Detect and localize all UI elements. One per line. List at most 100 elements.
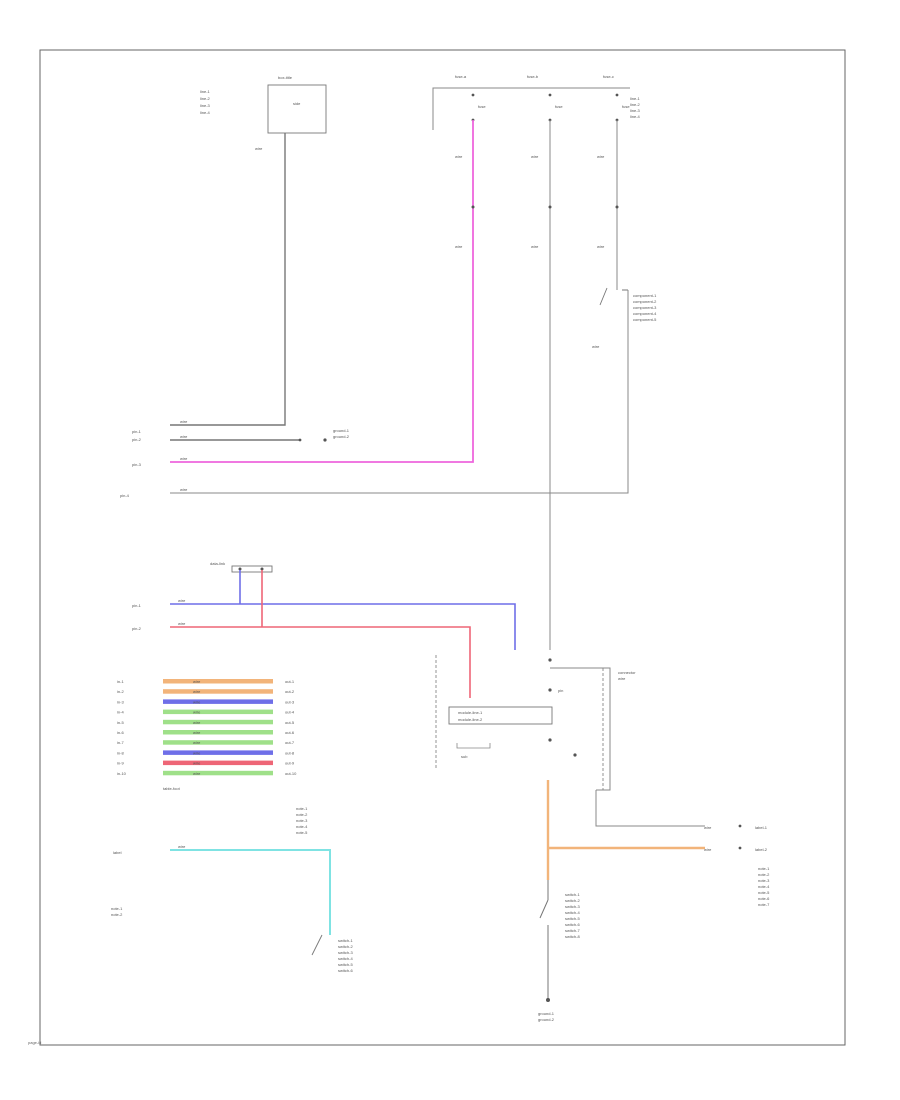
svg-text:component-1: component-1 [633, 293, 657, 298]
table-row-left: in-3 [117, 699, 124, 704]
table-row-left: in-8 [117, 750, 124, 755]
svg-text:wire: wire [531, 154, 539, 159]
svg-text:side: side [293, 101, 301, 106]
svg-text:note-4: note-4 [758, 884, 770, 889]
svg-text:note-5: note-5 [296, 830, 308, 835]
center-module: module-line-1 module-line-2 sub [448, 706, 553, 759]
svg-text:line-4: line-4 [630, 114, 641, 119]
table-row-right: out-1 [285, 679, 295, 684]
module-bus [550, 667, 611, 791]
diagram-frame [39, 49, 846, 1046]
svg-text:component-2: component-2 [633, 299, 657, 304]
table-row-swatch [163, 679, 273, 684]
table-row-wire: wire [193, 750, 201, 755]
svg-text:pin-1: pin-1 [132, 429, 142, 434]
right-switch-component: component-1 component-2 component-3 comp… [592, 287, 657, 349]
svg-text:note-2: note-2 [111, 912, 123, 917]
connector-title: connector [618, 670, 636, 675]
top-left-component: box-title line-1 line-2 line-3 line-4 si… [200, 75, 327, 134]
data-link-connector [231, 565, 273, 573]
red-data-wire [170, 570, 471, 698]
svg-text:wire: wire [618, 676, 626, 681]
svg-text:note-2: note-2 [758, 872, 770, 877]
svg-text:wire: wire [597, 154, 605, 159]
table-row-swatch [163, 750, 273, 755]
table-row-swatch [163, 760, 273, 766]
table-row-right: out-5 [285, 720, 295, 725]
svg-text:switch-4: switch-4 [338, 956, 353, 961]
svg-text:switch-5: switch-5 [565, 916, 580, 921]
table-row-wire: wire [193, 689, 201, 694]
svg-text:wire: wire [180, 456, 188, 461]
table-row-left: in-5 [117, 720, 124, 725]
svg-text:note-2: note-2 [296, 812, 308, 817]
svg-text:ground-2: ground-2 [538, 1017, 555, 1022]
svg-text:line-2: line-2 [200, 96, 211, 101]
svg-text:pin: pin [558, 688, 563, 693]
svg-text:line-1: line-1 [630, 96, 641, 101]
table-row-swatch [163, 770, 273, 776]
svg-text:switch-2: switch-2 [565, 898, 580, 903]
fuse-a: fuse-a fuse [455, 74, 486, 122]
svg-text:wire: wire [178, 844, 186, 849]
svg-text:wire: wire [178, 598, 186, 603]
blue-data-wire [170, 570, 516, 650]
svg-text:fuse-b: fuse-b [527, 74, 539, 79]
table-row-right: out-8 [285, 750, 295, 755]
svg-text:pin-3: pin-3 [132, 462, 142, 467]
svg-text:wire: wire [180, 419, 188, 424]
svg-text:line-1: line-1 [200, 89, 211, 94]
data-link-title: data-link [210, 561, 225, 566]
left-pins: pin-1 pin-2 pin-3 pin-4 wire wire wire w… [120, 419, 188, 498]
table-row-right: out-2 [285, 689, 295, 694]
svg-text:line-2: line-2 [630, 102, 641, 107]
svg-text:note-4: note-4 [296, 824, 308, 829]
svg-text:switch-6: switch-6 [338, 968, 353, 973]
svg-text:label: label [113, 850, 122, 855]
table-row-left: in-1 [117, 679, 124, 684]
table-row-left: in-7 [117, 740, 124, 745]
svg-text:wire: wire [178, 621, 186, 626]
svg-text:ground-1: ground-1 [538, 1011, 555, 1016]
svg-text:wire: wire [180, 487, 188, 492]
svg-text:note-1: note-1 [758, 866, 770, 871]
svg-text:wire: wire [592, 344, 600, 349]
cyan-wire [170, 849, 331, 935]
svg-text:note-3: note-3 [296, 818, 308, 823]
svg-text:wire: wire [455, 154, 463, 159]
table-row-wire: wire [193, 771, 201, 776]
svg-text:switch-4: switch-4 [565, 910, 580, 915]
pink-wire [170, 120, 474, 463]
svg-text:pin-4: pin-4 [120, 493, 130, 498]
svg-text:wire: wire [180, 434, 188, 439]
svg-text:component-4: component-4 [633, 311, 657, 316]
svg-text:component-3: component-3 [633, 305, 657, 310]
left-drop-wire [170, 133, 286, 426]
page-id: page-id [28, 1040, 42, 1045]
svg-text:wire: wire [704, 847, 712, 852]
svg-text:fuse: fuse [478, 104, 486, 109]
svg-text:switch-2: switch-2 [338, 944, 353, 949]
table-row-left: in-4 [117, 710, 124, 715]
table-row-swatch [163, 699, 273, 704]
table-row-swatch [163, 689, 273, 694]
svg-text:module-line-2: module-line-2 [458, 717, 483, 722]
table-row-right: out-10 [285, 771, 297, 776]
svg-text:note-7: note-7 [758, 902, 770, 907]
svg-text:note-6: note-6 [758, 896, 770, 901]
svg-text:switch-3: switch-3 [338, 950, 353, 955]
table-row-right: out-6 [285, 730, 295, 735]
table-row-left: in-9 [117, 761, 124, 766]
table-row-swatch [163, 719, 273, 725]
svg-text:component-5: component-5 [633, 317, 657, 322]
svg-text:wire: wire [597, 244, 605, 249]
cyan-switch: switch-1 switch-2 switch-3 switch-4 swit… [311, 934, 353, 973]
